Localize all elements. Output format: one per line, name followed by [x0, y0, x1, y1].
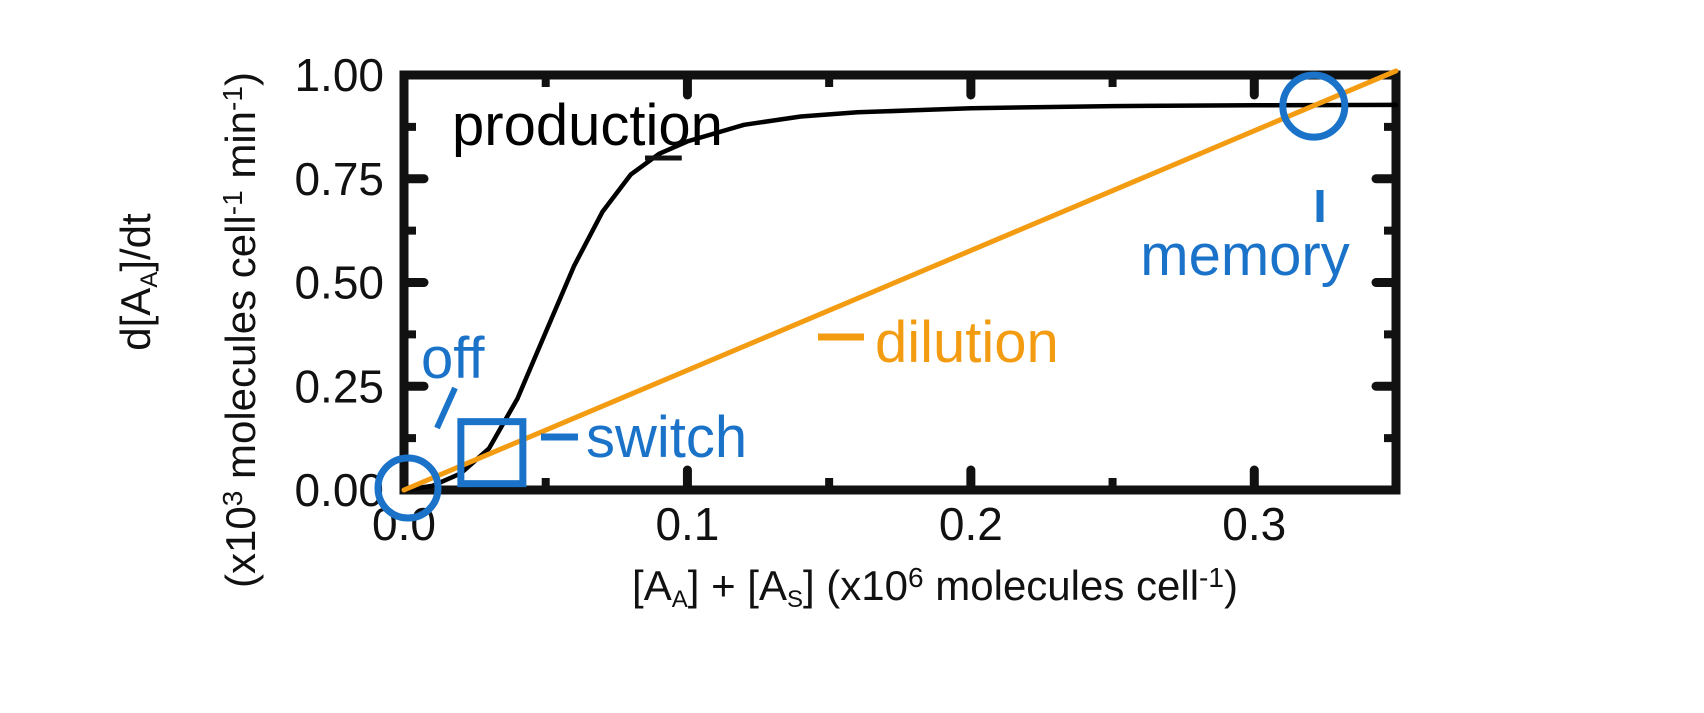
y-axis-title-line1-part: A [136, 272, 163, 288]
axis-label-layer: [AA] + [AS] (x106 molecules cell-1)d[AA]… [112, 72, 1238, 613]
x-tick-label: 0.2 [939, 498, 1003, 550]
annotation-switch: switch [586, 405, 747, 470]
memory-circle-marker [1279, 71, 1349, 141]
x-axis-title-part: S [787, 586, 803, 613]
y-axis-title-line2: (x103 molecules cell-1 min-1) [217, 72, 264, 588]
y-axis-title-line2-part: ) [217, 72, 264, 86]
y-tick-label: 0.50 [294, 257, 384, 309]
x-tick-label: 0.3 [1222, 498, 1286, 550]
annotation-layer: production dilution off switch memory [374, 71, 1350, 522]
x-axis-title-part: -1 [1199, 562, 1224, 593]
y-axis-title-line1: d[AA]/dt [112, 213, 163, 351]
x-axis-title-part: [A [632, 562, 672, 609]
off-pointer [434, 386, 458, 430]
y-axis-title-line2-part: (x10 [217, 506, 264, 588]
annotation-memory: memory [1140, 223, 1349, 288]
y-tick-label: 0.00 [294, 464, 384, 516]
series-line-dilution [401, 68, 1399, 493]
x-axis-title-part: A [672, 586, 688, 613]
x-axis-title-part: 6 [908, 562, 924, 593]
y-axis-title-line2-part: -1 [217, 86, 248, 111]
x-axis-title-part: ) [1224, 562, 1238, 609]
y-tick-label: 0.25 [294, 360, 384, 412]
annotation-dilution: dilution [875, 310, 1059, 375]
y-axis-title-line2-part: -1 [217, 190, 248, 215]
x-tick-label: 0.1 [655, 498, 719, 550]
y-tick-label: 1.00 [294, 49, 384, 101]
annotation-off: off [421, 326, 485, 391]
off-circle-marker [374, 454, 442, 522]
y-axis-title-line2-part: min [217, 111, 264, 190]
y-tick-label: 0.75 [294, 153, 384, 205]
x-axis-title: [AA] + [AS] (x106 molecules cell-1) [632, 562, 1238, 613]
x-axis-title-part: ] + [A [688, 562, 787, 609]
annotation-production: production [452, 93, 723, 158]
y-axis-title-line1-part: ]/dt [112, 213, 159, 272]
y-axis-title-line2-part: molecules cell [217, 215, 264, 490]
y-axis-title-line1-part: d[A [112, 288, 159, 351]
series-layer [401, 68, 1399, 493]
x-axis-title-part: molecules cell [924, 562, 1199, 609]
x-axis-title-part: ] (x10 [803, 562, 908, 609]
series-line-production [401, 102, 1399, 493]
switch-square-marker [457, 418, 527, 488]
y-axis-title-line2-part: 3 [217, 491, 248, 507]
